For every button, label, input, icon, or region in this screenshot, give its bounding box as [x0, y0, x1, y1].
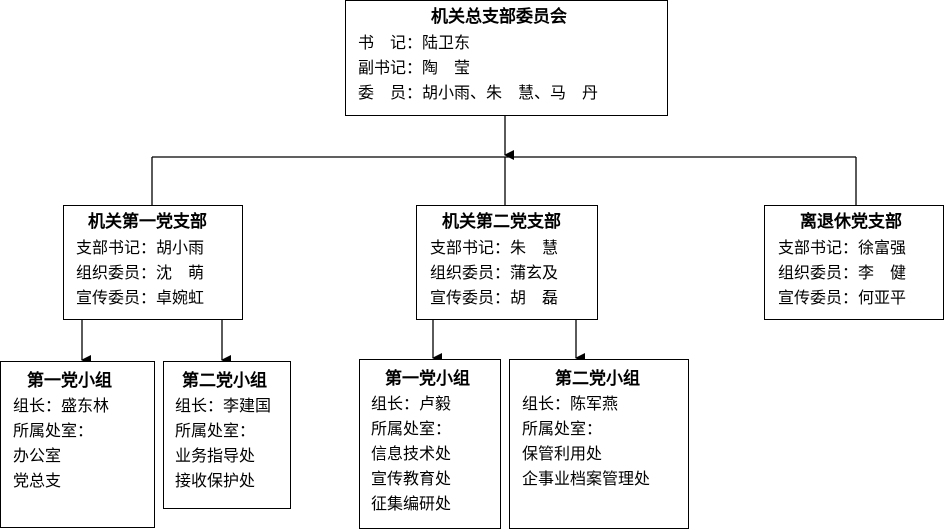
party-group-box: 第一党小组 组长：卢毅 所属处室： 信息技术处 宣传教育处 征集编研处 — [359, 359, 501, 529]
group-departments-label: 所属处室： — [175, 421, 256, 440]
group-department: 宣传教育处 — [371, 469, 452, 488]
party-group-box: 第二党小组 组长：李建国 所属处室： 业务指导处 接收保护处 — [163, 361, 291, 509]
root-members: 委 员：胡小雨、朱 慧、马 丹 — [358, 83, 599, 102]
branch-organization-member: 组织委员：蒲玄及 — [430, 263, 559, 282]
party-group-box: 第一党小组 组长：盛东林 所属处室： 办公室 党总支 — [0, 361, 155, 528]
group-leader: 组长：陈军燕 — [522, 394, 619, 413]
group-title: 第一党小组 — [385, 369, 470, 389]
branch-propaganda-member: 宣传委员：何亚平 — [778, 288, 907, 307]
group-title: 第二党小组 — [555, 369, 640, 389]
branch-organization-member: 组织委员：沈 萌 — [76, 263, 205, 282]
root-deputy-secretary: 副书记：陶 莹 — [358, 58, 471, 77]
group-leader: 组长：盛东林 — [13, 396, 110, 415]
group-leader: 组长：李建国 — [175, 396, 272, 415]
branch-secretary: 支部书记：徐富强 — [778, 238, 907, 257]
group-department: 业务指导处 — [175, 446, 256, 465]
group-departments-label: 所属处室： — [522, 419, 603, 438]
branch-box-jiguan-first: 机关第一党支部 支部书记：胡小雨 组织委员：沈 萌 宣传委员：卓婉虹 — [63, 205, 243, 320]
branch-propaganda-member: 宣传委员：胡 磊 — [430, 288, 559, 307]
branch-secretary: 支部书记：朱 慧 — [430, 238, 559, 257]
group-department: 办公室 — [13, 446, 62, 465]
party-group-box: 第二党小组 组长：陈军燕 所属处室： 保管利用处 企事业档案管理处 — [509, 359, 689, 529]
branch-propaganda-member: 宣传委员：卓婉虹 — [76, 288, 205, 307]
branch-title: 离退休党支部 — [800, 212, 902, 232]
branch-box-jiguan-second: 机关第二党支部 支部书记：朱 慧 组织委员：蒲玄及 宣传委员：胡 磊 — [416, 205, 598, 320]
branch-organization-member: 组织委员：李 健 — [778, 263, 907, 282]
group-department: 接收保护处 — [175, 471, 256, 490]
group-department: 信息技术处 — [371, 444, 452, 463]
group-department: 保管利用处 — [522, 444, 603, 463]
branch-box-retired: 离退休党支部 支部书记：徐富强 组织委员：李 健 宣传委员：何亚平 — [764, 205, 944, 320]
root-secretary: 书 记：陆卫东 — [358, 33, 471, 52]
group-leader: 组长：卢毅 — [371, 394, 452, 413]
group-department: 党总支 — [13, 471, 62, 490]
group-title: 第二党小组 — [182, 371, 267, 391]
root-committee-box: 机关总支部委员会 书 记：陆卫东 副书记：陶 莹 委 员：胡小雨、朱 慧、马 丹 — [345, 0, 668, 116]
group-title: 第一党小组 — [27, 371, 112, 391]
root-title: 机关总支部委员会 — [431, 7, 567, 27]
group-department: 企事业档案管理处 — [522, 469, 651, 488]
group-departments-label: 所属处室： — [371, 419, 452, 438]
branch-secretary: 支部书记：胡小雨 — [76, 238, 205, 257]
group-department: 征集编研处 — [371, 494, 452, 513]
group-departments-label: 所属处室： — [13, 421, 94, 440]
branch-title: 机关第二党支部 — [442, 212, 561, 232]
branch-title: 机关第一党支部 — [88, 212, 207, 232]
